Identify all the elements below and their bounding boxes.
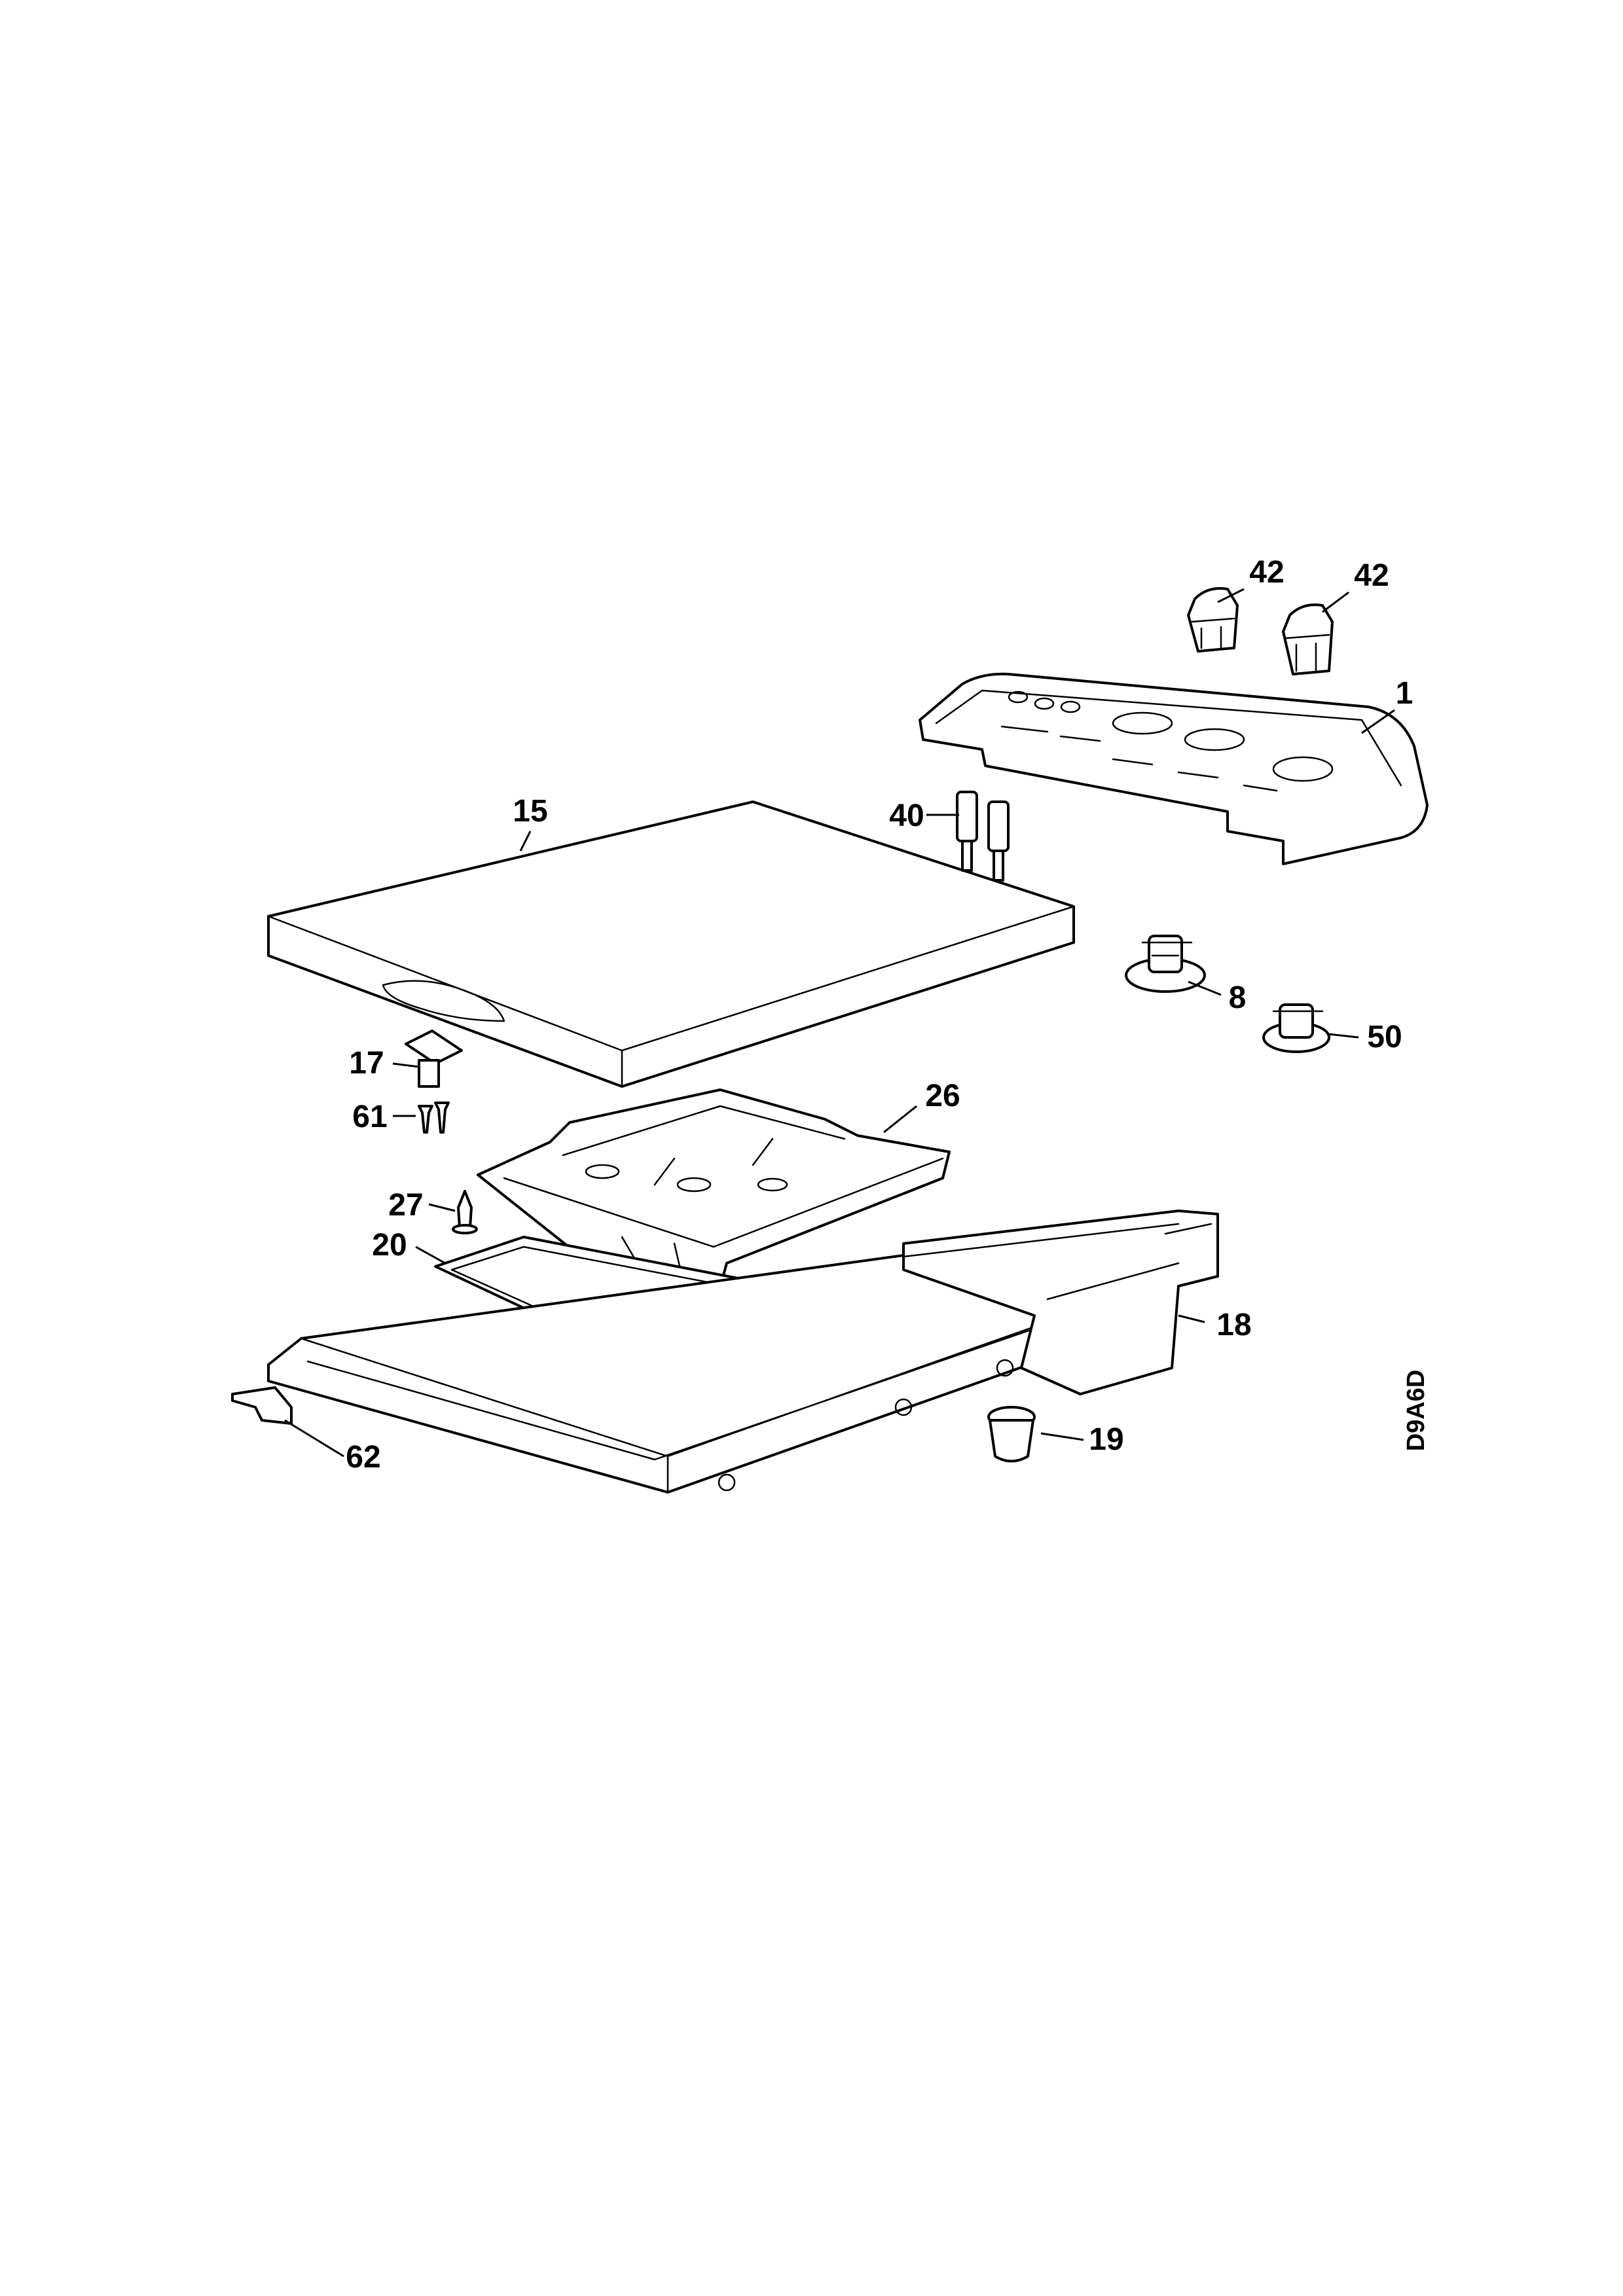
callout-18: 18 (1216, 1308, 1251, 1342)
part-19-foot (987, 1406, 1036, 1463)
callout-62: 62 (346, 1440, 380, 1475)
part-15-top-lid (267, 800, 1075, 1088)
part-27-clip (452, 1190, 478, 1234)
callout-27: 27 (388, 1188, 423, 1223)
drawing-code: D9A6D (1402, 1370, 1430, 1452)
callout-20: 20 (372, 1228, 407, 1263)
callout-19: 19 (1089, 1422, 1123, 1457)
part-42-knob-right (1282, 603, 1334, 675)
part-62-bracket (231, 1386, 293, 1425)
callout-42: 42 (1354, 558, 1389, 593)
part-40-push-buttons (956, 791, 1010, 882)
part-8-valve (1125, 935, 1206, 993)
callout-40: 40 (889, 798, 924, 833)
callout-26: 26 (925, 1079, 960, 1113)
callout-15: 15 (513, 794, 547, 829)
callout-50: 50 (1367, 1020, 1402, 1054)
part-18-channel (902, 1210, 1219, 1395)
callout-17: 17 (349, 1046, 384, 1081)
callout-1: 1 (1396, 676, 1413, 711)
callout-8: 8 (1229, 980, 1247, 1015)
part-42-knob-left (1187, 587, 1239, 653)
part-17-hinge (405, 1030, 463, 1088)
leader-lines (284, 588, 1395, 1458)
part-1-control-panel (919, 672, 1429, 865)
part-61-screws (418, 1102, 450, 1134)
callout-61: 61 (352, 1100, 387, 1134)
callout-42: 42 (1249, 555, 1284, 590)
part-50-valve (1262, 1003, 1330, 1053)
